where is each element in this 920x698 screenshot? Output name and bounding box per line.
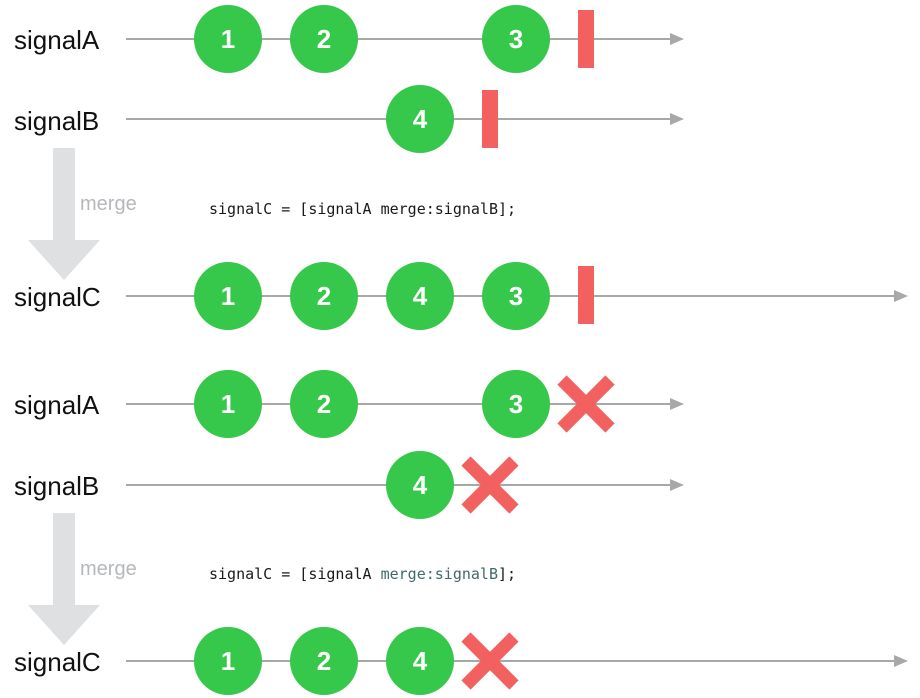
event-value: 1 <box>221 281 235 311</box>
timeline-label: signalC <box>14 282 101 312</box>
merge-arrow-head <box>28 240 100 280</box>
event-value: 3 <box>509 281 523 311</box>
merge-label: merge <box>80 558 137 580</box>
event-marble: 4 <box>386 85 454 153</box>
timeline-signalC-1: signalC 1 2 4 3 <box>14 262 908 330</box>
timeline-signalA-2: signalA 1 2 3 <box>14 370 684 438</box>
error-x-icon <box>557 375 615 433</box>
event-marble: 1 <box>194 262 262 330</box>
event-marble: 4 <box>386 262 454 330</box>
merge-arrow-shaft <box>53 148 75 240</box>
event-marble: 2 <box>290 262 358 330</box>
timeline-signalC-2: signalC 1 2 4 <box>14 627 908 695</box>
event-marble: 2 <box>290 5 358 73</box>
event-value: 4 <box>413 104 428 134</box>
event-value: 4 <box>413 646 428 676</box>
error-x-icon <box>461 456 519 514</box>
code-text-suffix: ]; <box>498 565 516 583</box>
timeline-label: signalB <box>14 106 99 136</box>
event-marble: 1 <box>194 5 262 73</box>
event-value: 2 <box>317 389 331 419</box>
event-marble: 4 <box>386 451 454 519</box>
timeline-arrowhead <box>894 655 908 667</box>
event-value: 1 <box>221 24 235 54</box>
event-value: 2 <box>317 281 331 311</box>
completion-marker <box>578 10 594 68</box>
code-snippet: signalC = [signalA merge:signalB]; <box>209 565 516 583</box>
timeline-arrowhead <box>670 398 684 410</box>
code-text-accent: merge:signalB <box>381 565 498 583</box>
timeline-signalB-1: signalB 4 <box>14 85 684 153</box>
event-value: 2 <box>317 24 331 54</box>
event-marble: 2 <box>290 627 358 695</box>
panel-error: signalA 1 2 3 signalB 4 me <box>14 370 908 695</box>
error-x-icon <box>461 632 519 690</box>
merge-arrow-shaft <box>53 513 75 605</box>
completion-marker <box>578 266 594 324</box>
code-text: signalC = [signalA merge:signalB]; <box>209 200 516 218</box>
completion-marker <box>482 90 498 148</box>
timeline-arrowhead <box>670 479 684 491</box>
merge-arrow-head <box>28 605 100 645</box>
event-value: 4 <box>413 470 428 500</box>
merge-arrow-2: merge <box>28 513 137 645</box>
panel-completion: signalA 1 2 3 signalB 4 merge signalC = … <box>14 5 908 330</box>
event-value: 3 <box>509 389 523 419</box>
event-marble: 2 <box>290 370 358 438</box>
timeline-arrowhead <box>894 290 908 302</box>
timeline-signalA-1: signalA 1 2 3 <box>14 5 684 73</box>
merge-arrow-1: merge <box>28 148 137 280</box>
event-value: 3 <box>509 24 523 54</box>
timeline-signalB-2: signalB 4 <box>14 451 684 519</box>
event-value: 2 <box>317 646 331 676</box>
event-marble: 3 <box>482 5 550 73</box>
event-marble: 1 <box>194 370 262 438</box>
timeline-arrowhead <box>670 113 684 125</box>
timeline-label: signalA <box>14 390 100 420</box>
timeline-label: signalA <box>14 25 100 55</box>
code-snippet: signalC = [signalA merge:signalB]; <box>209 200 516 218</box>
event-marble: 1 <box>194 627 262 695</box>
timeline-label: signalC <box>14 647 101 677</box>
event-marble: 3 <box>482 262 550 330</box>
event-value: 1 <box>221 646 235 676</box>
event-marble: 3 <box>482 370 550 438</box>
timeline-label: signalB <box>14 471 99 501</box>
merge-label: merge <box>80 193 137 215</box>
event-value: 1 <box>221 389 235 419</box>
code-text: signalC = [signalA <box>209 565 381 583</box>
timeline-arrowhead <box>670 33 684 45</box>
event-value: 4 <box>413 281 428 311</box>
event-marble: 4 <box>386 627 454 695</box>
